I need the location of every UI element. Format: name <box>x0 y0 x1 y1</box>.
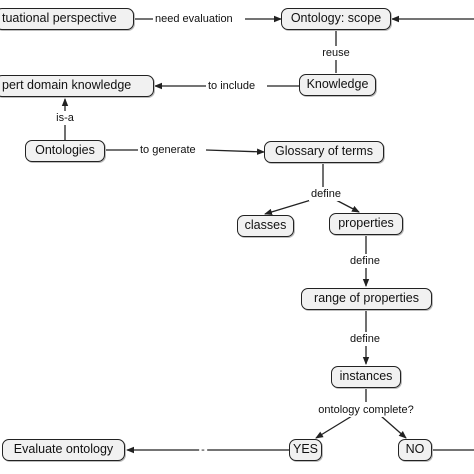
node-ontologies[interactable]: Ontologies <box>25 140 105 162</box>
link-define-range: define <box>348 332 382 346</box>
edge-define-to-classes <box>264 199 312 216</box>
link-ontology-complete: ontology complete? <box>316 403 416 417</box>
edge-generate-to-glossary <box>205 148 265 155</box>
node-knowledge[interactable]: Knowledge <box>299 74 376 96</box>
edge-define-to-properties <box>335 199 360 213</box>
link-need-evaluation: need evaluation <box>153 12 235 26</box>
link-define-properties: define <box>348 254 382 268</box>
node-properties[interactable]: properties <box>329 213 403 235</box>
link-yes-to-evaluate: - <box>199 443 207 457</box>
node-no[interactable]: NO <box>398 439 432 461</box>
link-to-include: to include <box>206 79 258 93</box>
node-expert-domain-knowledge[interactable]: pert domain knowledge <box>0 75 154 97</box>
link-is-a: is-a <box>54 111 76 125</box>
node-glossary-of-terms[interactable]: Glossary of terms <box>264 141 384 163</box>
link-define-glossary: define <box>309 187 343 201</box>
link-reuse: reuse <box>320 46 352 60</box>
node-instances[interactable]: instances <box>331 366 401 388</box>
node-ontology-scope[interactable]: Ontology: scope <box>281 8 391 30</box>
edge-question-to-yes <box>315 415 353 439</box>
node-yes[interactable]: YES <box>289 439 322 461</box>
node-situational-perspective[interactable]: tuational perspective <box>0 8 134 30</box>
edge-question-to-no <box>380 415 407 439</box>
node-evaluate-ontology[interactable]: Evaluate ontology <box>2 439 125 461</box>
link-to-generate: to generate <box>138 143 198 157</box>
node-range-of-properties[interactable]: range of properties <box>301 288 432 310</box>
node-classes[interactable]: classes <box>237 215 294 237</box>
